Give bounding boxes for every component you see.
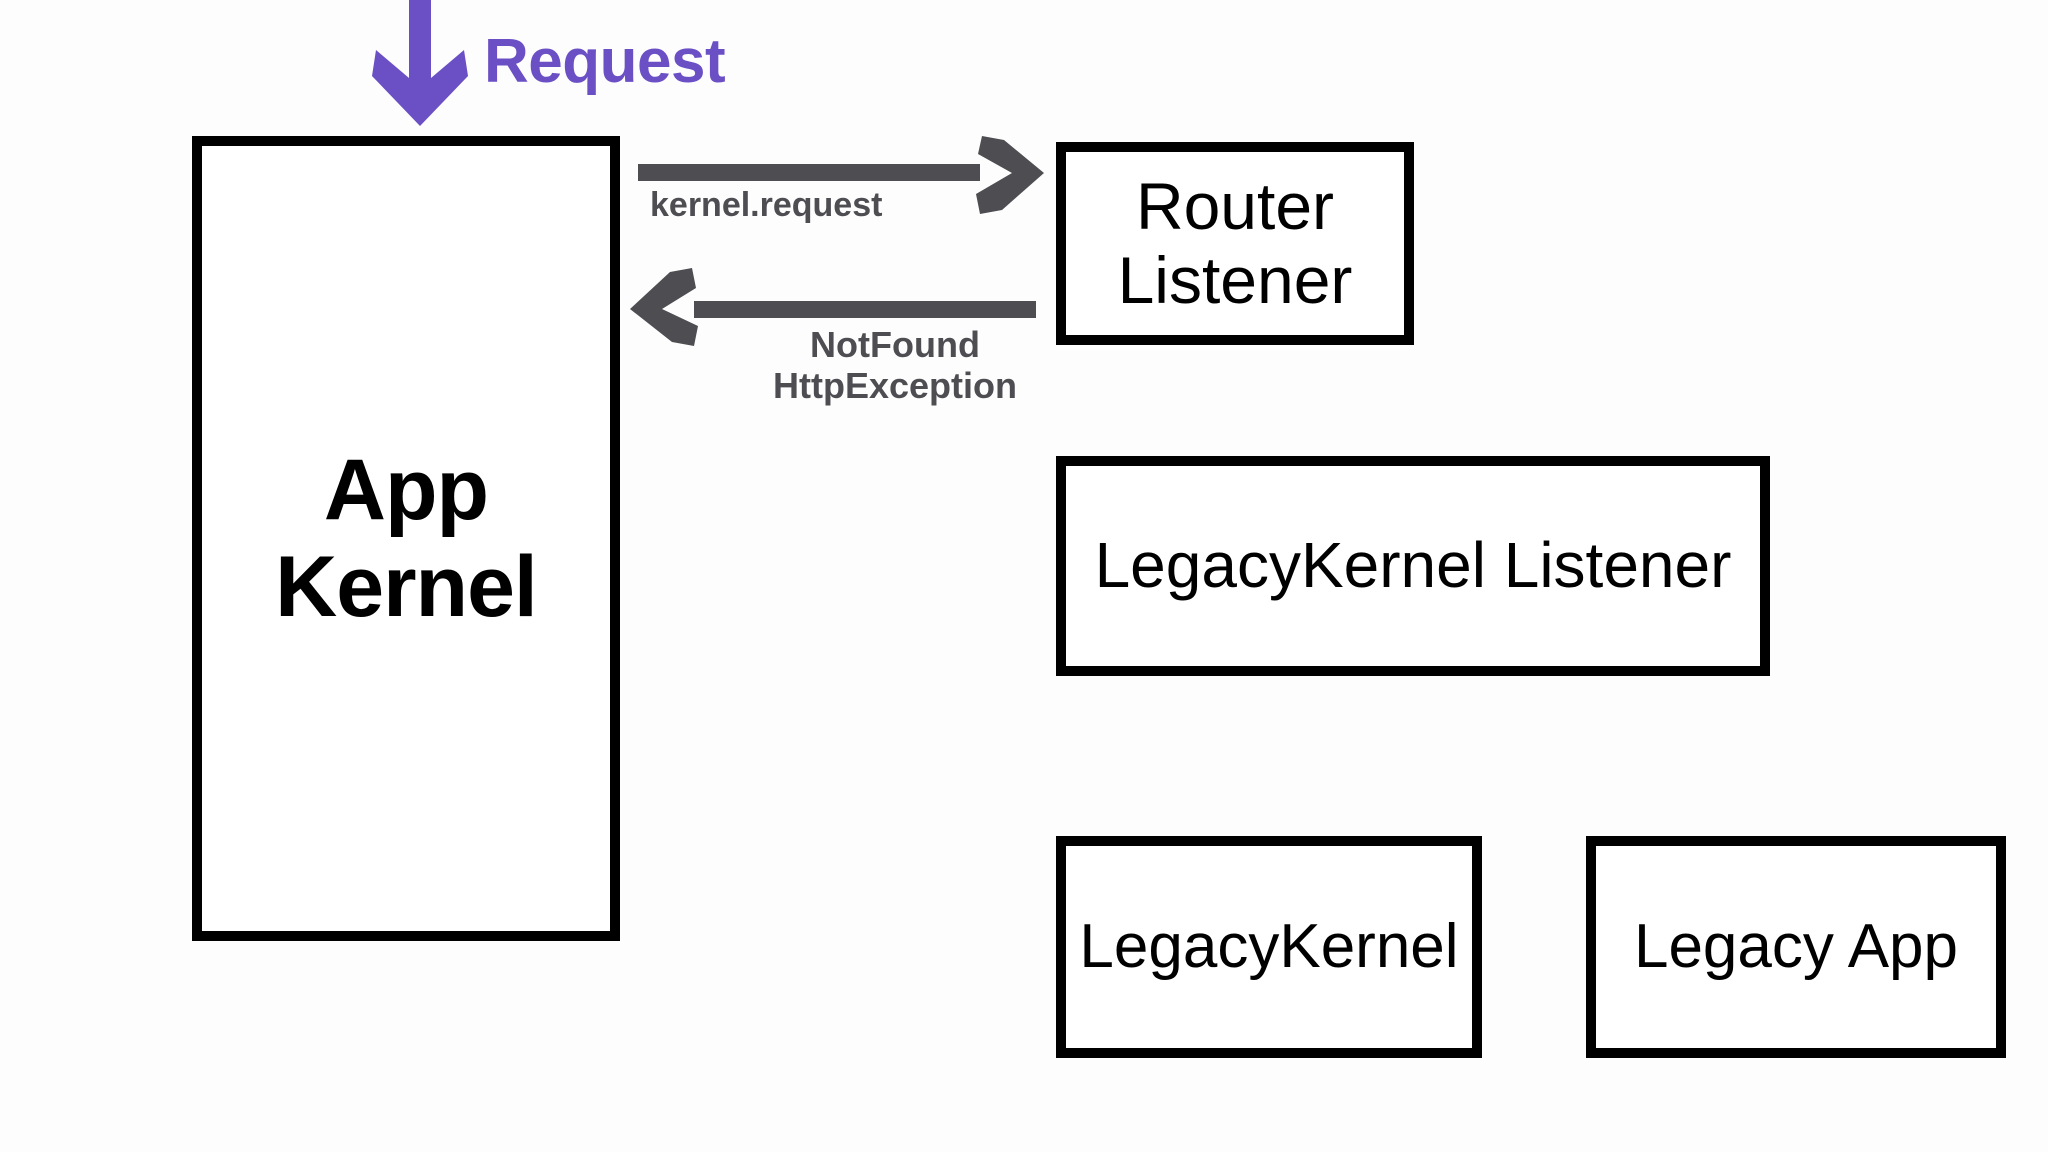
arrow-right-kernel-request-icon bbox=[638, 136, 1044, 214]
node-router-listener[interactable]: Router Listener bbox=[1056, 142, 1414, 345]
arrow-left-not-found-exception-icon bbox=[630, 268, 1036, 346]
node-legacy-kernel[interactable]: LegacyKernel bbox=[1056, 836, 1482, 1058]
node-app-kernel[interactable]: App Kernel bbox=[192, 136, 620, 941]
down-arrow-icon bbox=[372, 0, 468, 126]
flow-label-kernel-request: kernel.request bbox=[650, 186, 883, 224]
request-label: Request bbox=[484, 27, 726, 96]
node-legacy-app[interactable]: Legacy App bbox=[1586, 836, 2006, 1058]
flow-label-not-found-http-exception: NotFound HttpException bbox=[772, 324, 1017, 406]
node-legacy-kernel-listener[interactable]: LegacyKernel Listener bbox=[1056, 456, 1770, 676]
